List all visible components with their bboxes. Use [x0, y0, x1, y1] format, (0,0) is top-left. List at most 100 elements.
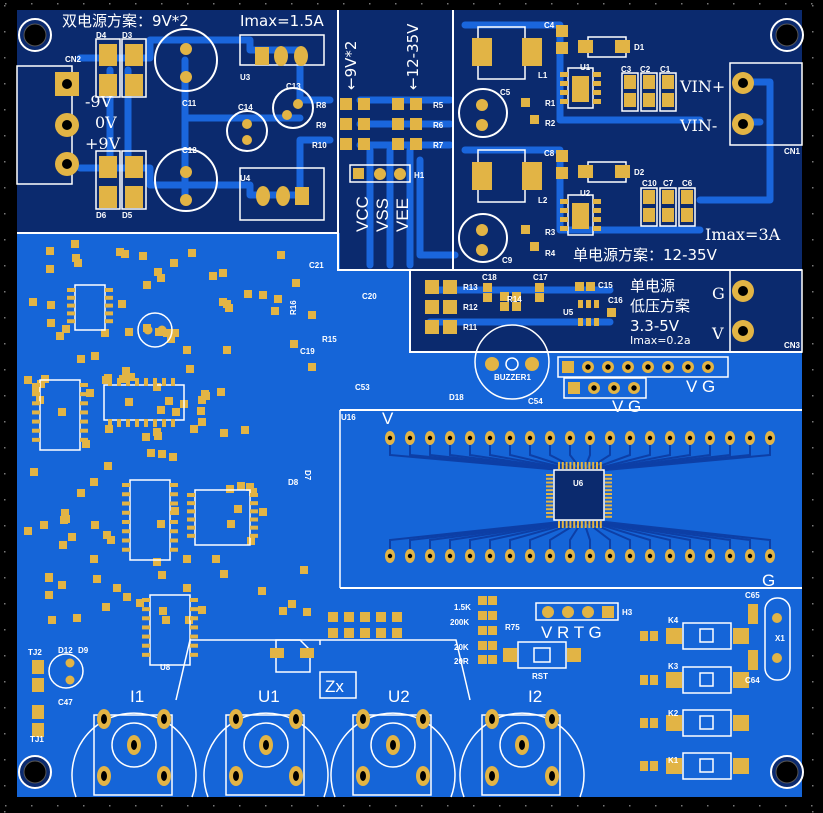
smd-pad: [535, 283, 544, 292]
buzzer-and-headers: BUZZER1 V G V G V G D18 C53 C54 C21 C20 …: [289, 261, 775, 590]
header-pin: [562, 361, 574, 373]
ic-pin: [593, 90, 601, 95]
resistor-pad: [530, 115, 539, 124]
grid-dot: [5, 3, 7, 5]
pot-body: [352, 714, 432, 796]
diode-pad: [125, 74, 143, 96]
ic-pin: [190, 643, 198, 648]
select-pad: [488, 626, 497, 635]
ic-pin: [32, 383, 40, 387]
smd-pad: [127, 373, 135, 381]
drill-hole: [489, 771, 495, 781]
grid-dot: [421, 3, 423, 5]
ic-pin: [135, 378, 139, 386]
smd-pad: [237, 482, 245, 490]
ic-pin: [67, 295, 75, 300]
tactile-button[interactable]: [682, 709, 732, 737]
drill-hole: [161, 714, 167, 724]
ic-pin: [250, 509, 258, 514]
grid-dot: [447, 3, 449, 5]
drill-hole: [667, 435, 673, 441]
mcu-trace: [469, 521, 570, 549]
smd-pad: [650, 761, 658, 771]
mcu-pin: [546, 481, 553, 484]
smd-pad: [225, 304, 233, 312]
smd-pad: [308, 363, 316, 371]
smd-pad: [556, 42, 568, 54]
cap-outline: [659, 187, 677, 227]
grid-dot: [4, 603, 6, 605]
ic-pin: [170, 529, 178, 534]
rst-button[interactable]: [517, 641, 567, 669]
ic-pin: [67, 303, 75, 308]
ref-x1: X1: [775, 634, 785, 643]
smd-pad: [220, 429, 228, 437]
ref-c16: C16: [608, 296, 623, 305]
mcu-trace: [489, 521, 573, 549]
key-cap: [699, 715, 714, 730]
pot-body: [225, 714, 305, 796]
dual-supply-title: 双电源方案：9V*2: [62, 12, 189, 30]
ref-c6: C6: [682, 179, 693, 188]
range-label-1-5k: 1.5K: [454, 603, 471, 612]
drill-hole: [293, 714, 299, 724]
grid-dot: [4, 369, 6, 371]
grid-dot: [369, 805, 371, 807]
potentiometers: [71, 709, 585, 798]
tactile-button[interactable]: [682, 622, 732, 650]
mcu-pin: [596, 462, 598, 469]
smd-pad: [640, 761, 648, 771]
grid-dot: [603, 805, 605, 807]
smd-pad: [56, 332, 64, 340]
tactile-button[interactable]: [682, 666, 732, 694]
mcu-pin: [561, 462, 564, 469]
grid-dot: [291, 3, 293, 5]
grid-dot: [551, 3, 553, 5]
drill-hole: [549, 714, 555, 724]
ic-pin: [190, 607, 198, 612]
mcu-pin: [605, 504, 612, 507]
smd-pad: [300, 566, 308, 574]
smd-pad: [360, 612, 370, 622]
smd-pad: [71, 240, 79, 248]
smd-pad: [748, 650, 758, 660]
ic-pin: [80, 401, 88, 406]
drill-hole: [587, 553, 593, 559]
drill-hole: [605, 364, 611, 370]
grid-dot: [812, 31, 814, 33]
drill-hole: [447, 435, 453, 441]
smd-pad: [45, 574, 53, 582]
ic-pin: [144, 419, 148, 427]
ref-d7: D7: [303, 470, 312, 481]
supply-selector-section: ←9V*2 ←12-35V VCC VSS VEE R8 R9 R10 R5 R…: [312, 23, 444, 232]
key-pad: [666, 628, 682, 644]
grid-dot: [4, 187, 6, 189]
ref-u16: U16: [341, 413, 356, 422]
ref-d2: D2: [634, 168, 645, 177]
mcu-pin: [546, 512, 553, 514]
tactile-button[interactable]: [682, 752, 732, 780]
grid-dot: [4, 447, 6, 449]
resistor-pad: [358, 98, 370, 110]
ref-r12: R12: [463, 303, 478, 312]
dual-supply-section: 双电源方案：9V*2 Imax=1.5A -9V 0V +9V CN2 D4 D…: [16, 12, 325, 221]
mcu-pin: [605, 515, 612, 518]
mcu-trace: [529, 521, 578, 549]
grid-dot: [4, 265, 6, 267]
key-cap: [699, 672, 714, 687]
smd-pad: [328, 628, 338, 638]
drill-hole: [585, 364, 591, 370]
ic-pin: [560, 226, 568, 231]
label-vin-minus: VIN-: [679, 116, 717, 135]
smd-pad: [241, 426, 249, 434]
ref-u1: U1: [580, 63, 591, 72]
ic-pin: [80, 392, 88, 397]
ic-pin: [153, 378, 157, 386]
ref-cn2: CN2: [65, 55, 82, 64]
smd-pad: [247, 537, 255, 545]
grid-dot: [525, 3, 527, 5]
mounting-hole-drill: [775, 760, 799, 784]
ic-pin: [80, 437, 88, 442]
mcu-pin: [599, 462, 602, 469]
grid-dot: [343, 3, 345, 5]
